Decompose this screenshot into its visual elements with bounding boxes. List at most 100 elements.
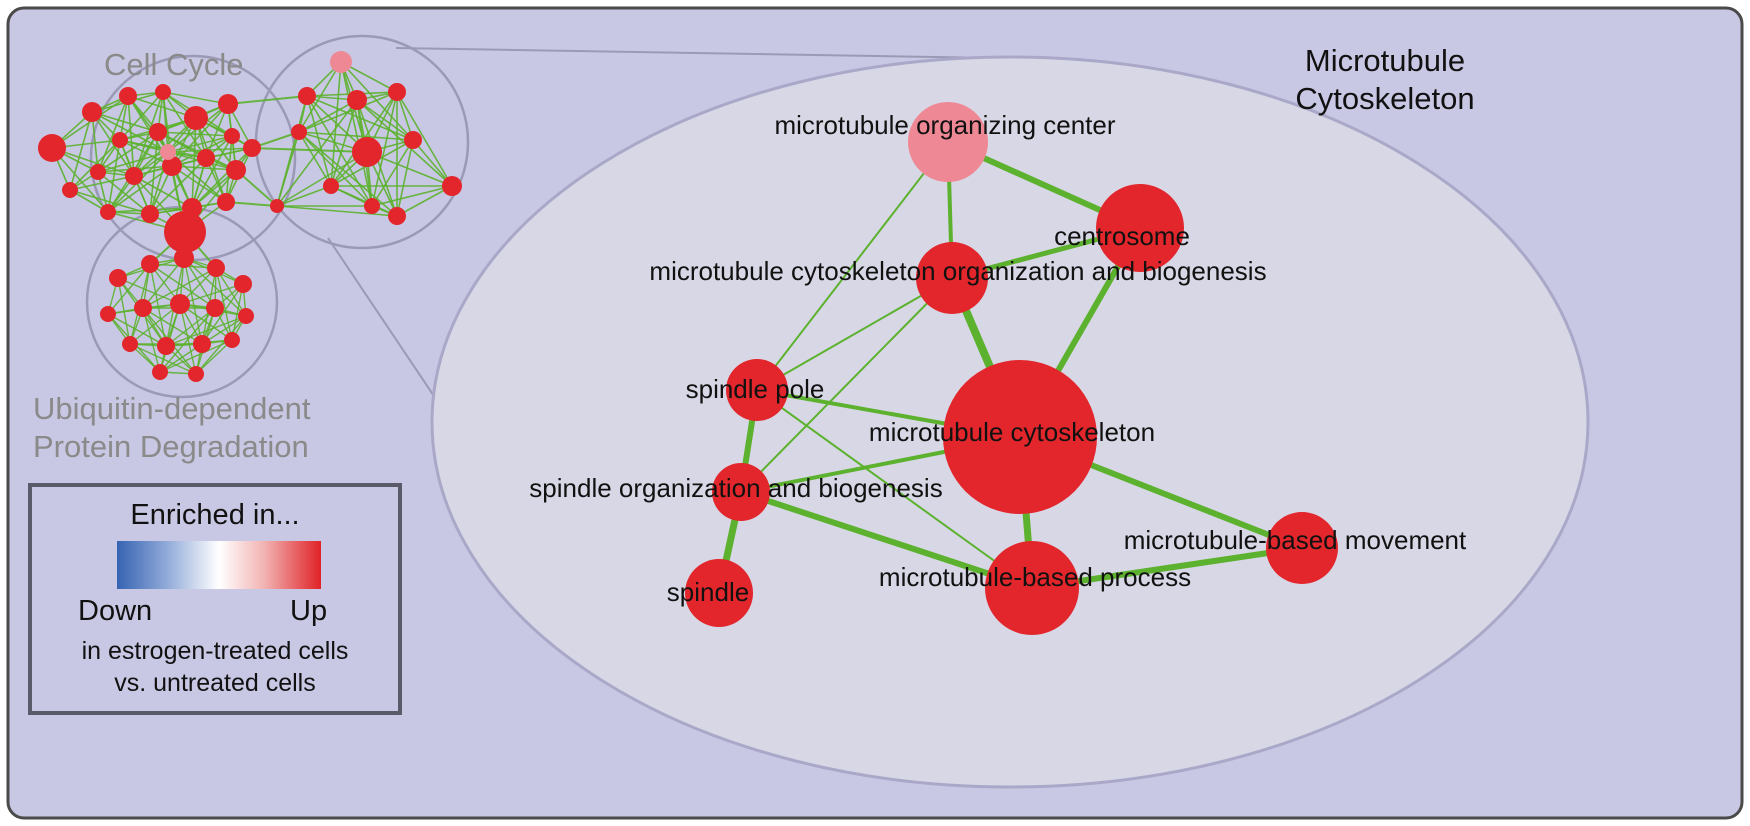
mini-node [100,306,116,322]
mini-node [330,51,352,73]
mini-node [164,211,206,253]
mini-edge [371,91,398,207]
mini-node [238,308,254,324]
mini-edge [191,117,197,209]
mini-edge [179,283,244,305]
mini-node [134,299,152,317]
mini-edge [298,131,373,207]
mini-node [364,198,380,214]
mini-edge [276,131,300,207]
mini-edge [396,185,453,217]
mini-edge [119,139,169,153]
mini-bridge-edge [251,147,368,153]
mini-edge [171,165,237,171]
mini-edge [201,283,244,345]
node-label-spindle_org: spindle organization and biogenesis [529,473,942,503]
mini-edge [165,307,216,347]
mini-node [291,124,307,140]
mini-edge [340,61,373,207]
mini-edge [133,175,193,209]
microtubule-cytoskeleton-title: Microtubule Cytoskeleton [1250,42,1520,118]
mini-edge [298,91,398,133]
node-spindle_org [712,463,770,521]
mini-node [347,90,367,110]
mini-edge [276,205,398,217]
mini-node [109,269,127,287]
mini-edge [149,131,159,215]
mini-edge [191,147,253,209]
edge-moc-spindle_pole [756,141,949,391]
mini-bridge-edge [227,95,308,105]
mini-edge [167,135,233,153]
mini-edge [371,139,414,207]
enrichment-gradient-bar [117,541,321,589]
node-spindle [685,559,753,627]
mini-edge [396,91,453,187]
mini-node [298,87,316,105]
mini-node [323,178,339,194]
mini-node [388,207,406,225]
mini-edge [371,185,453,207]
node-moc [908,102,988,182]
ubiquitin-label-line1: Ubiquitin-dependent [33,391,311,426]
mini-node [174,248,194,268]
mini-edge [162,91,207,159]
node-label-mt_movement: microtubule-based movement [1124,525,1467,555]
mini-edge [298,99,358,133]
mini-node [125,167,143,185]
mini-node [160,144,176,160]
mini-node [224,332,240,348]
mini-node [112,132,128,148]
mini-edge [179,303,233,341]
mini-edge [97,95,129,173]
mini-node [38,134,66,162]
mini-edge [171,165,227,203]
node-label-spindle: spindle [667,577,749,607]
mini-node [193,335,211,353]
node-label-mcob: microtubule cytoskeleton organization an… [649,256,1266,286]
mini-edge [97,151,169,173]
mini-node [218,94,238,114]
mini-edge [396,139,414,217]
node-label-moc: microtubule organizing center [774,110,1115,140]
mini-node [352,137,382,167]
mini-edge [142,257,185,309]
mini-node [119,87,137,105]
mini-node [224,128,240,144]
mini-edge [162,91,229,105]
mini-node [90,164,106,180]
legend-title: Enriched in... [130,499,300,531]
node-label-centrosome: centrosome [1054,221,1190,251]
mini-edge [97,131,159,173]
legend-box: Enriched in... Down Up in estrogen-treat… [28,483,402,715]
mini-edge [142,307,161,373]
node-mt_process [985,541,1079,635]
node-centrosome [1096,184,1184,272]
cell-cycle-cluster-label: Cell Cycle [104,47,244,82]
mini-node [82,102,102,122]
mini-edge [107,139,121,213]
node-mt_cyto [943,360,1097,514]
mini-edge [412,139,453,187]
mini-node [404,131,422,149]
mini-edge [117,277,181,305]
mini-edge [276,99,358,207]
mini-edge [276,151,368,207]
legend-caption-line1: in estrogen-treated cells [81,637,349,665]
mini-edge [215,267,247,317]
mini-edge [330,185,398,217]
node-mt_movement [1266,512,1338,584]
mini-node [162,156,182,176]
mini-node [157,337,175,355]
microtubule-title-line1: Microtubule [1304,43,1466,78]
mini-node [170,294,190,314]
mini-node [100,204,116,220]
mini-edge [162,91,169,153]
legend-caption-line2: vs. untreated cells [114,669,316,697]
mini-node [62,182,78,198]
mini-edge [306,95,332,187]
mini-node [152,364,168,380]
microtubule-title-line2: Cytoskeleton [1295,81,1475,116]
mini-edge [298,131,414,141]
